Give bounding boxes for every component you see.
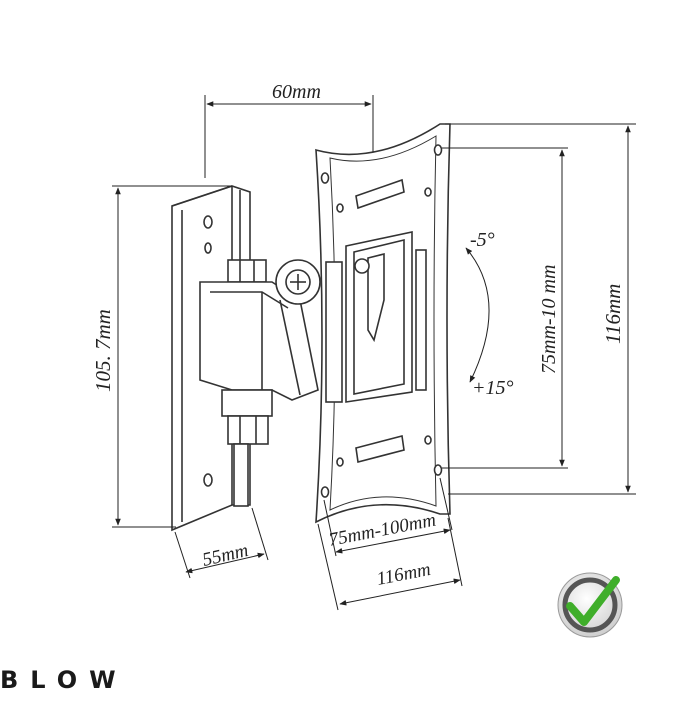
mounting-arm: [199, 259, 321, 507]
dim-plate-width-label: 116mm: [375, 559, 433, 590]
brand-logo: BLOW: [0, 666, 128, 694]
dim-wall-plate-width-label: 55mm: [200, 540, 250, 571]
checkmark-icon: [557, 572, 623, 638]
dimension-lines: [112, 95, 636, 611]
dim-bracket-height-label: 105. 7mm: [91, 309, 115, 392]
dim-vesa-horizontal-label: 75mm-100mm: [327, 510, 438, 551]
tilt-up-label: -5°: [470, 229, 495, 251]
tilt-down-label: +15°: [472, 377, 514, 399]
dim-plate-height-label: 116mm: [601, 284, 625, 344]
dim-vesa-vertical-label: 75mm-10 mm: [538, 265, 560, 374]
vesa-plate: [315, 123, 451, 524]
dim-depth-label: 60mm: [272, 81, 321, 103]
